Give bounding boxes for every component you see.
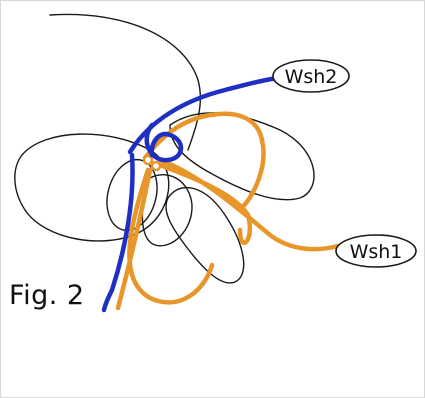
blue-rope-loop <box>144 122 184 163</box>
label-wsh2-oval <box>272 59 350 93</box>
paddle-upper-outline <box>169 112 315 201</box>
label-wsh1: Wsh1 <box>335 234 417 268</box>
body-outlines <box>14 13 315 284</box>
eyelet-1 <box>142 154 154 166</box>
orange-rope-lower-loop <box>127 167 215 305</box>
ring-opening <box>106 158 158 232</box>
figure-caption: Fig. 2 <box>9 280 85 311</box>
orange-rope <box>115 111 341 311</box>
label-wsh2: Wsh2 <box>272 59 350 93</box>
inner-lobe-outline <box>141 174 193 247</box>
label-wsh1-text: Wsh1 <box>350 241 403 263</box>
orange-rope-loop-down <box>157 162 253 246</box>
blue-rope <box>101 75 281 313</box>
large-body-outline <box>49 13 202 151</box>
orange-rope-right-arc <box>237 137 266 213</box>
label-wsh1-oval <box>335 234 417 268</box>
ellipse-body-outline <box>14 133 170 242</box>
orange-rope-loop-top <box>142 111 265 161</box>
eyelet-2 <box>150 160 162 172</box>
orange-rope-eyelets <box>142 154 162 172</box>
blue-rope-descent <box>101 152 135 313</box>
label-wsh2-text: Wsh2 <box>285 66 338 88</box>
orange-rope-tail <box>115 167 153 311</box>
paddle-lower-outline <box>165 186 245 284</box>
